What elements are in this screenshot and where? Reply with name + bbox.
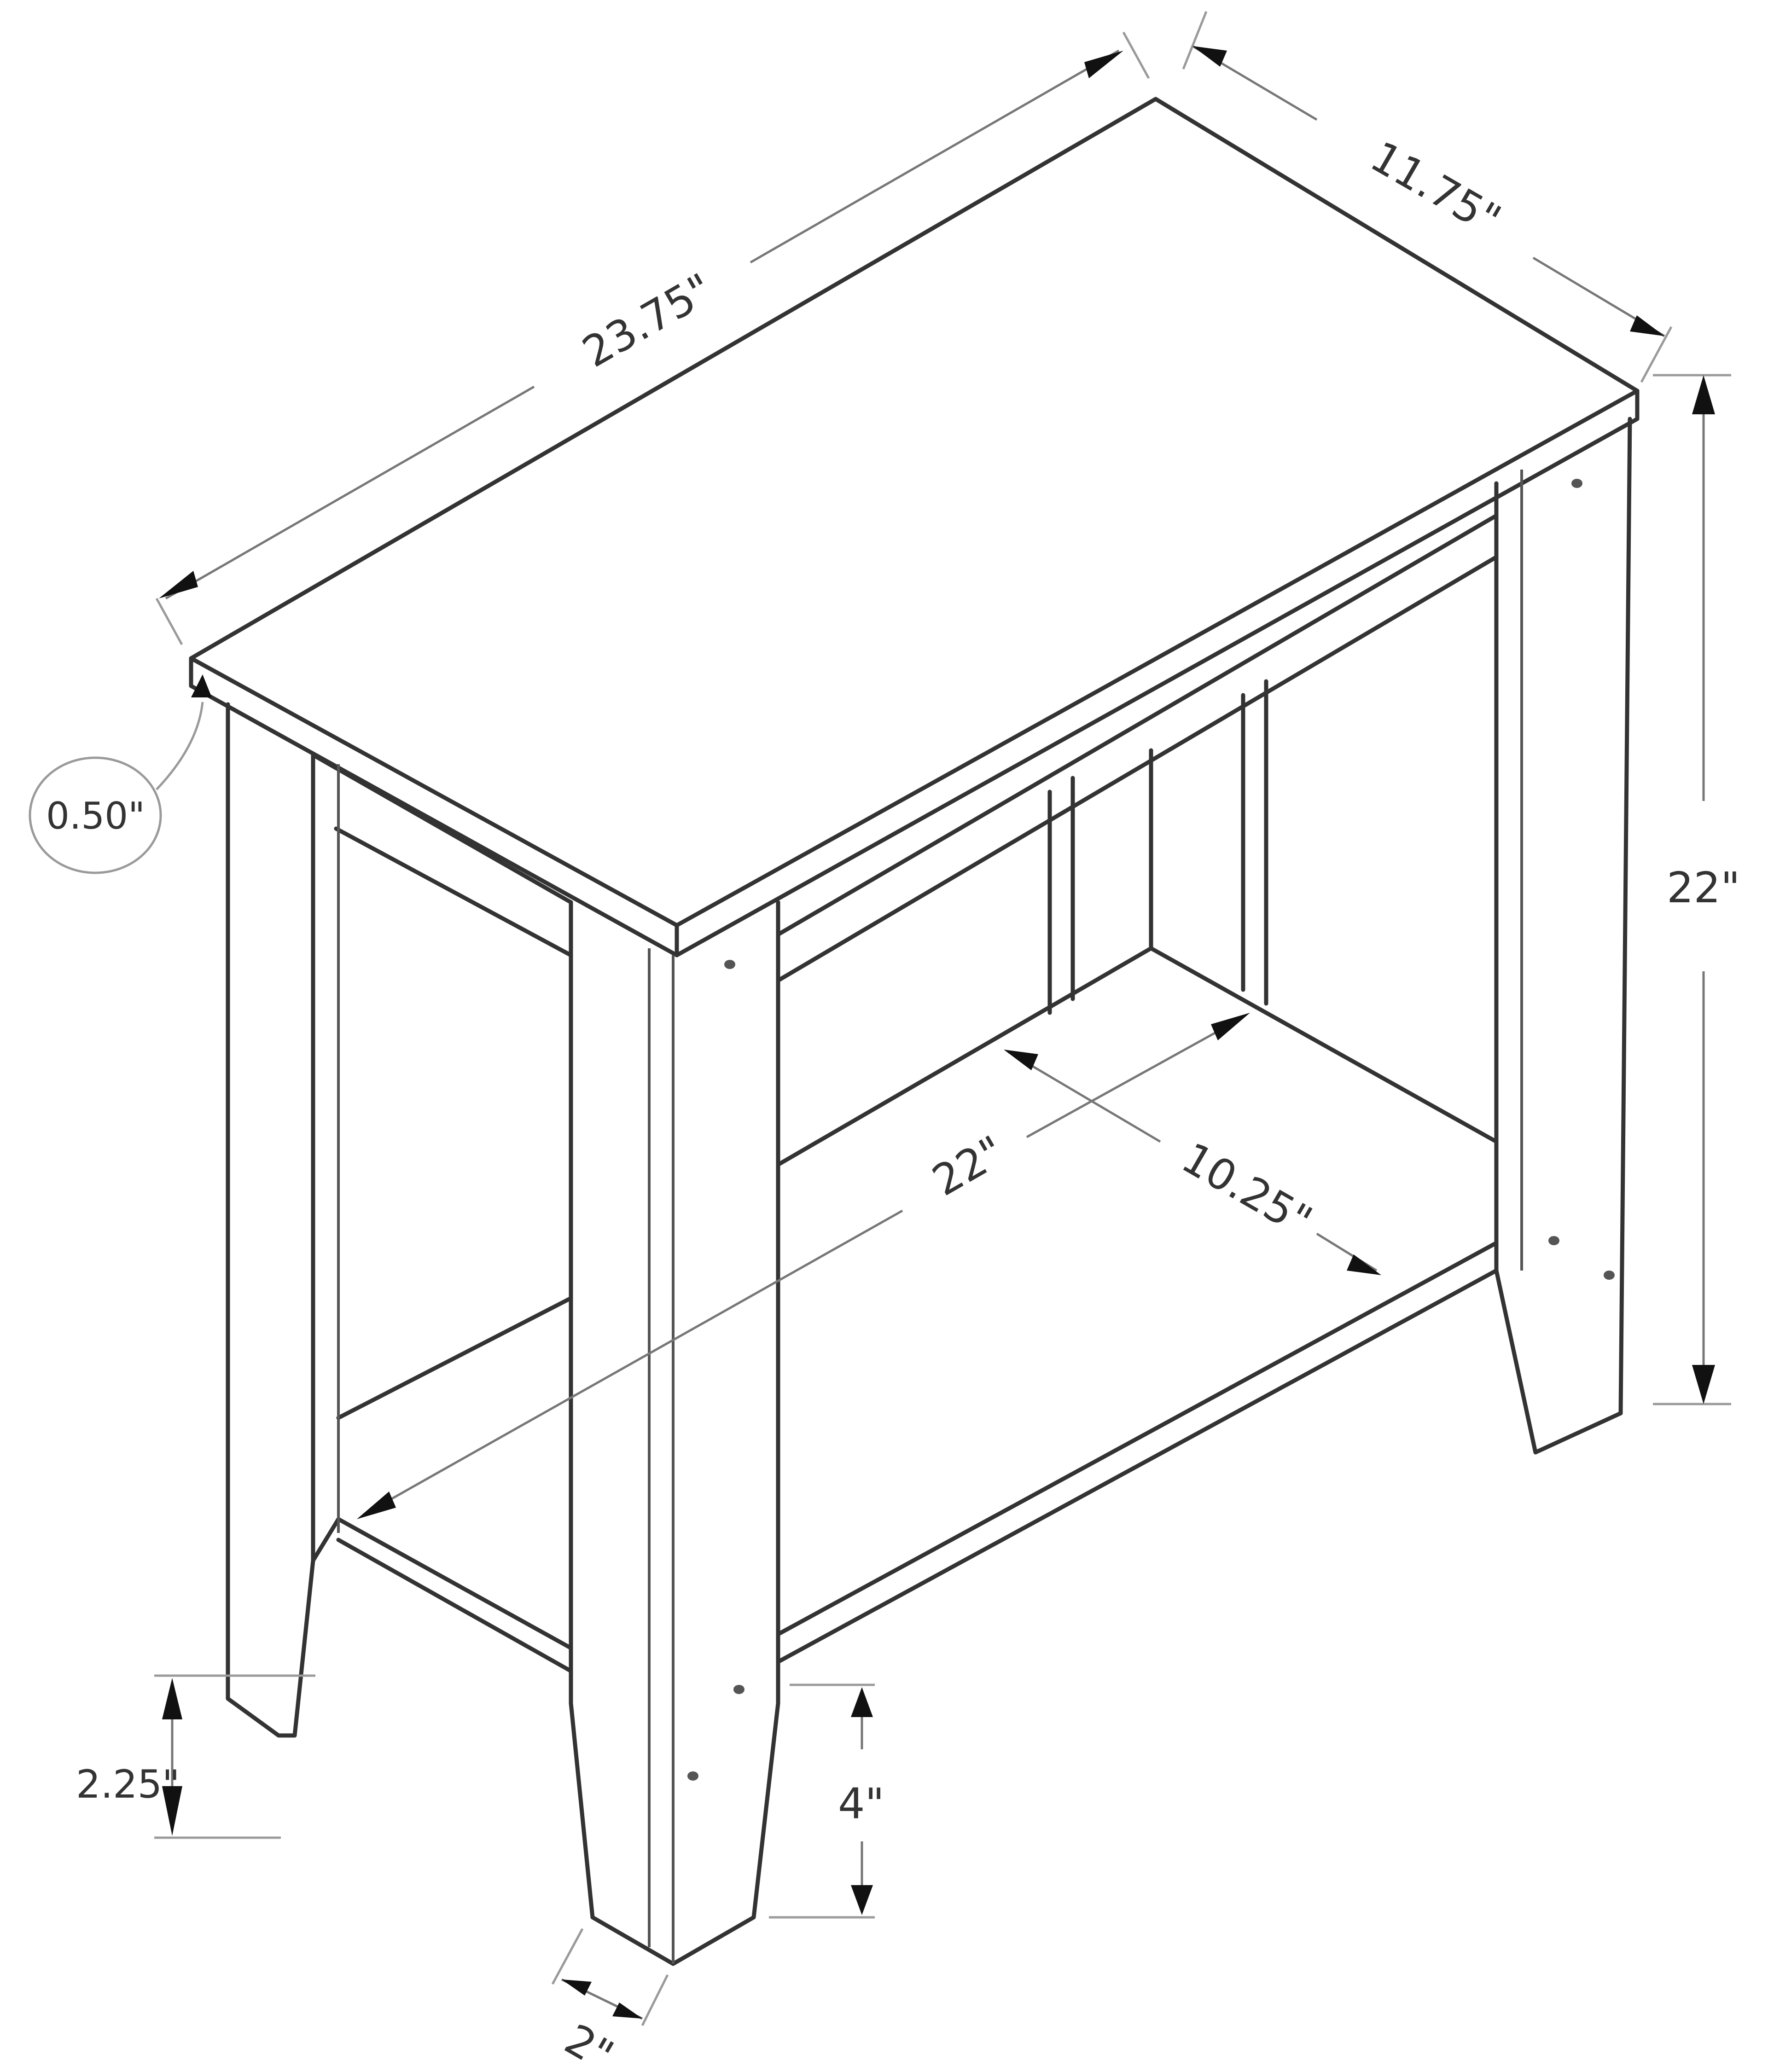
dim-shelf-depth: 10.25" xyxy=(1004,1050,1381,1275)
dim-leg-clearance: 4" xyxy=(769,1683,884,1919)
label-leg-width: 2" xyxy=(557,2014,622,2072)
leg-left xyxy=(226,702,341,1738)
dim-top-length: 23.75" xyxy=(155,31,1150,645)
label-shelf-depth: 10.25" xyxy=(1174,1133,1320,1246)
label-top-depth: 11.75" xyxy=(1362,132,1509,245)
leg-right xyxy=(1494,417,1632,1455)
label-foot-taper: 2.25" xyxy=(76,1762,180,1807)
label-shelf-length: 22" xyxy=(925,1126,1013,1206)
dim-overall-height: 22" xyxy=(1653,374,1740,1405)
dim-top-thickness: 0.50" xyxy=(29,674,212,874)
label-top-length: 23.75" xyxy=(575,264,721,377)
table-top xyxy=(189,97,1640,958)
label-top-thickness: 0.50" xyxy=(46,795,145,837)
dim-shelf-length: 22" xyxy=(357,1013,1250,1519)
dim-top-depth: 11.75" xyxy=(1182,11,1673,383)
lower-shelf xyxy=(336,946,1499,1673)
apron xyxy=(311,513,1499,1015)
label-leg-clearance: 4" xyxy=(838,1779,884,1828)
label-overall-height: 22" xyxy=(1667,863,1740,912)
dim-foot-taper: 2.25" xyxy=(76,1674,315,1839)
leg-front xyxy=(569,900,780,1966)
